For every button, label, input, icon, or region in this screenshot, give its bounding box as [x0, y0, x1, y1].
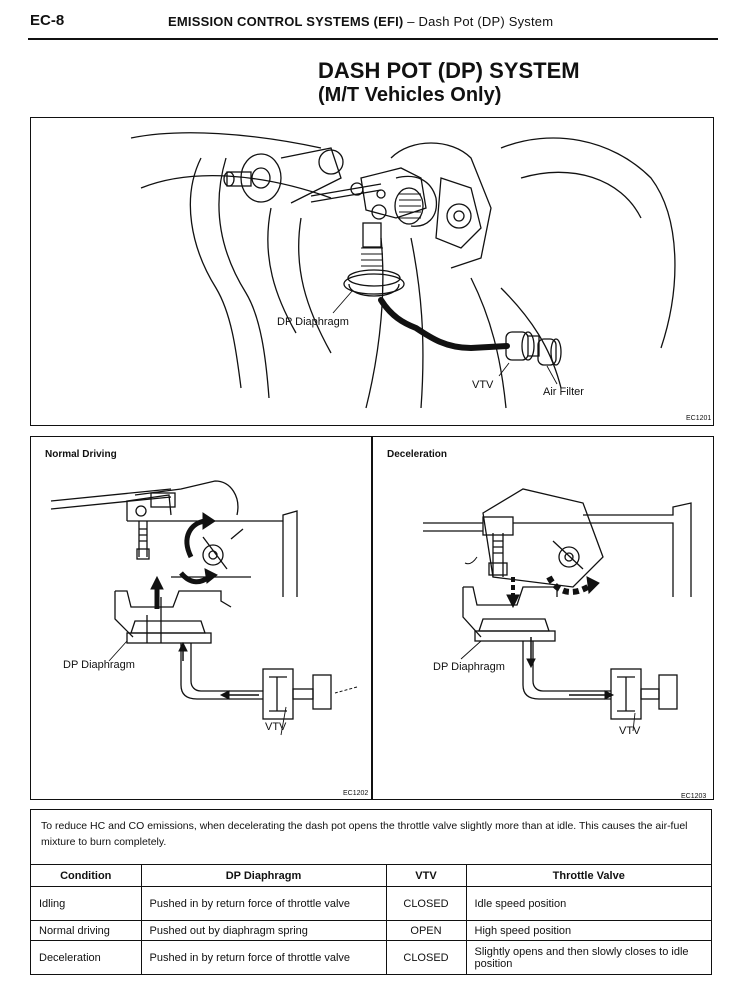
section-header: EMISSION CONTROL SYSTEMS (EFI) – Dash Po… [168, 14, 553, 29]
table-cell: CLOSED [385, 886, 467, 921]
condition-info-box: To reduce HC and CO emissions, when dece… [30, 809, 712, 975]
section-subtitle: – Dash Pot (DP) System [407, 14, 554, 29]
engine-illustration [130, 132, 676, 409]
page-code: EC-8 [30, 12, 65, 29]
figure-engine-overview: DP Diaphragm VTV Air Filter EC1201 [30, 117, 714, 426]
table-row: Idling Pushed in by return force of thro… [31, 886, 711, 921]
table-cell: OPEN [385, 920, 467, 941]
label-vtv: VTV [472, 379, 494, 391]
table-cell: Pushed out by diaphragm spring [140, 920, 387, 941]
table-row: Deceleration Pushed in by return force o… [31, 940, 711, 975]
description-text: To reduce HC and CO emissions, when dece… [41, 820, 688, 848]
deceleration-illustration [423, 488, 692, 732]
column-header: VTV [385, 864, 467, 887]
normal-driving-illustration [50, 480, 358, 736]
figure-code: EC1201 [686, 415, 712, 422]
figure-normal-driving: Normal Driving DP Diaphragm VTV EC1202 [30, 436, 372, 800]
column-header: Throttle Valve [465, 864, 711, 887]
table-cell: Pushed in by return force of throttle va… [140, 940, 387, 975]
figure-code-right: EC1203 [681, 793, 707, 800]
condition-table: Condition DP Diaphragm VTV Throttle Valv… [31, 864, 711, 975]
label-deceleration: Deceleration [387, 449, 448, 460]
table-cell: Pushed in by return force of throttle va… [140, 886, 387, 921]
column-header: DP Diaphragm [140, 864, 387, 887]
section-title: EMISSION CONTROL SYSTEMS (EFI) [168, 14, 404, 29]
label-dp-diaphragm-right: DP Diaphragm [433, 661, 505, 673]
table-cell: Deceleration [31, 940, 142, 975]
table-cell: Normal driving [31, 920, 142, 941]
label-air-filter: Air Filter [543, 386, 584, 398]
label-vtv-right: VTV [619, 725, 641, 737]
label-normal-driving: Normal Driving [45, 449, 117, 460]
page-title: DASH POT (DP) SYSTEM [318, 58, 580, 83]
label-vtv-left: VTV [265, 721, 287, 733]
label-dp-diaphragm-left: DP Diaphragm [63, 659, 135, 671]
header-rule [28, 38, 718, 40]
figure-code-left: EC1202 [343, 790, 369, 797]
table-cell: Idling [31, 886, 142, 921]
table-cell: CLOSED [385, 940, 467, 975]
page-subtitle: (M/T Vehicles Only) [318, 84, 502, 106]
table-cell: Slightly opens and then slowly closes to… [465, 940, 711, 975]
table-header-row: Condition DP Diaphragm VTV Throttle Valv… [31, 864, 711, 887]
table-row: Normal driving Pushed out by diaphragm s… [31, 920, 711, 941]
column-header: Condition [31, 864, 142, 887]
table-cell: High speed position [465, 920, 711, 941]
figure-deceleration: Deceleration DP Diaphragm VTV EC1203 [372, 436, 714, 800]
table-cell: Idle speed position [465, 886, 711, 921]
label-dp-diaphragm: DP Diaphragm [277, 316, 349, 328]
